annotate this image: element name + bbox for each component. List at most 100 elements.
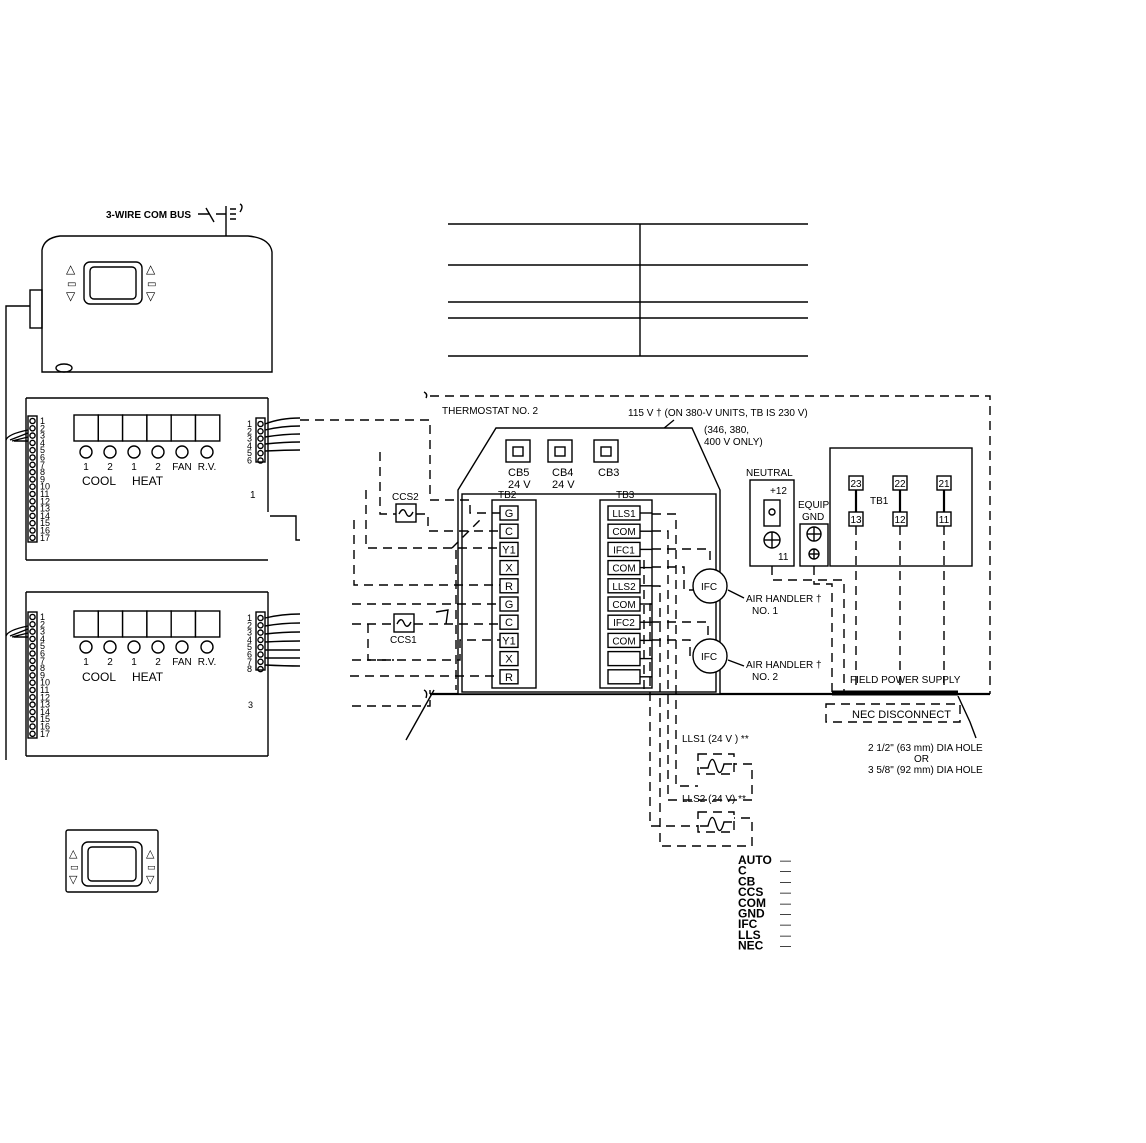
pin-number: 9 <box>40 474 45 484</box>
stage-led <box>103 640 117 654</box>
indicator-window <box>194 414 221 442</box>
bus-label: 3-WIRE COM BUS <box>106 210 191 221</box>
remote-thermostat: △ ▭ ▽ △ ▭ ▽ <box>65 829 159 893</box>
equip-gnd-label: EQUIP <box>798 500 829 511</box>
mode-icon[interactable]: ▭ <box>147 279 156 290</box>
stage-led <box>103 445 117 459</box>
tb1-terminal-label: 23 <box>850 479 862 490</box>
neutral-bottom-label: 11 <box>778 552 789 563</box>
legend-dash: — <box>780 941 791 953</box>
pin-number: 8 <box>40 467 45 477</box>
mode-icon[interactable]: ▭ <box>67 279 76 290</box>
pin-number: 15 <box>40 518 50 528</box>
tb2-terminal <box>499 541 519 558</box>
legend-dash: — <box>780 930 791 942</box>
indicator-window <box>73 414 99 442</box>
air-handler-label: AIR HANDLER † <box>746 594 822 605</box>
lls1-solenoid: LLS1 (24 V ) ** <box>682 734 749 775</box>
up-arrow-icon[interactable]: △ <box>66 262 76 276</box>
ccs1-relay: CCS1 <box>390 613 417 646</box>
tb1-label: TB1 <box>870 496 889 507</box>
tb3-terminal <box>607 669 641 685</box>
pin-number: 4 <box>40 634 45 644</box>
ifc-2: IFC AIR HANDLER † NO. 2 <box>692 638 822 683</box>
thermostat-housing-top: 3-WIRE COM BUS △ ▭ ▽ △ ▭ ▽ <box>5 203 273 760</box>
pin-screw <box>29 417 36 425</box>
indicator-window <box>97 610 124 638</box>
pin-number: 16 <box>40 526 50 536</box>
tb2-terminal-label: G <box>505 599 514 611</box>
pin-screw <box>29 432 36 439</box>
pin-number: 3 <box>40 431 45 441</box>
tb2-terminal-label: C <box>505 617 513 629</box>
pin-number: 8 <box>40 663 45 673</box>
pin-screw <box>257 435 264 442</box>
tb2-terminal <box>499 650 519 667</box>
tb2-terminal <box>499 523 519 539</box>
pin-screw <box>257 457 264 464</box>
power-wiring: FIELD POWER SUPPLY NEC DISCONNECT 2 1/2"… <box>771 526 983 776</box>
field-power-label: FIELD POWER SUPPLY <box>850 675 961 686</box>
pin-screw <box>257 651 264 658</box>
mode-icon[interactable]: ▭ <box>147 862 156 872</box>
stage-led <box>127 445 141 459</box>
pin-screw <box>29 454 36 461</box>
mode-heat-label: HEAT <box>132 474 164 488</box>
controller-wires <box>264 417 301 667</box>
hole-note: OR <box>914 754 929 765</box>
down-arrow-icon[interactable]: ▽ <box>146 289 156 303</box>
pin-screw <box>257 420 264 428</box>
pin-number: 4 <box>247 635 252 645</box>
pin-number: 6 <box>247 456 252 466</box>
legend-abbreviation: C <box>738 864 747 878</box>
equip-gnd-label: GND <box>802 512 824 523</box>
stage-led <box>200 445 214 459</box>
pin-screw <box>29 657 36 665</box>
pin-screw <box>29 527 36 534</box>
pin-number: 7 <box>247 657 252 667</box>
legend-dash: — <box>780 909 791 921</box>
pin-screw <box>29 664 36 672</box>
ifc-label: IFC <box>701 582 717 593</box>
ccs2-relay: CCS2 <box>392 492 419 523</box>
down-arrow-icon[interactable]: ▽ <box>69 874 78 886</box>
down-arrow-icon[interactable]: ▽ <box>66 289 76 303</box>
pin-number: 4 <box>40 438 45 448</box>
legend-abbreviation: LLS <box>738 928 761 942</box>
pin-screw <box>257 449 264 457</box>
pin-screw <box>29 476 36 483</box>
pin-screw <box>29 723 36 730</box>
tb3-terminal <box>607 650 641 667</box>
up-arrow-icon[interactable]: △ <box>69 848 78 860</box>
low-voltage-wiring <box>300 419 500 741</box>
tb2-terminal-label: R <box>505 672 513 684</box>
pin-number: 16 <box>40 722 50 732</box>
pin-number: 1 <box>40 416 45 426</box>
pin-screw <box>257 427 264 435</box>
tb3-strip <box>599 499 653 689</box>
mode-icon[interactable]: ▭ <box>70 862 79 872</box>
pin-screw <box>29 613 36 621</box>
pin-screw <box>29 650 36 657</box>
pin-number: 10 <box>40 678 50 688</box>
hole-note: 3 5/8" (92 mm) DIA HOLE <box>868 765 983 776</box>
pin-screw <box>29 679 36 687</box>
pin-screw <box>29 672 36 679</box>
up-arrow-icon[interactable]: △ <box>146 262 156 276</box>
legend-abbreviation: CB <box>738 874 756 888</box>
up-arrow-icon[interactable]: △ <box>146 848 155 860</box>
pin-number: 5 <box>247 448 252 458</box>
display-screen <box>81 841 143 887</box>
legend-dash: — <box>780 855 791 867</box>
pin-number: 8 <box>247 664 252 674</box>
stage-label: 2 <box>107 462 113 473</box>
tb2-terminal-label: Y1 <box>502 544 515 556</box>
pin-screw <box>257 614 264 622</box>
indicator-window <box>194 610 221 638</box>
tb3-output-wiring <box>643 513 753 847</box>
down-arrow-icon[interactable]: ▽ <box>146 874 155 886</box>
pin-number: 2 <box>40 423 45 433</box>
legend-abbreviation: IFC <box>738 917 758 931</box>
breaker-cb5 <box>505 439 531 463</box>
